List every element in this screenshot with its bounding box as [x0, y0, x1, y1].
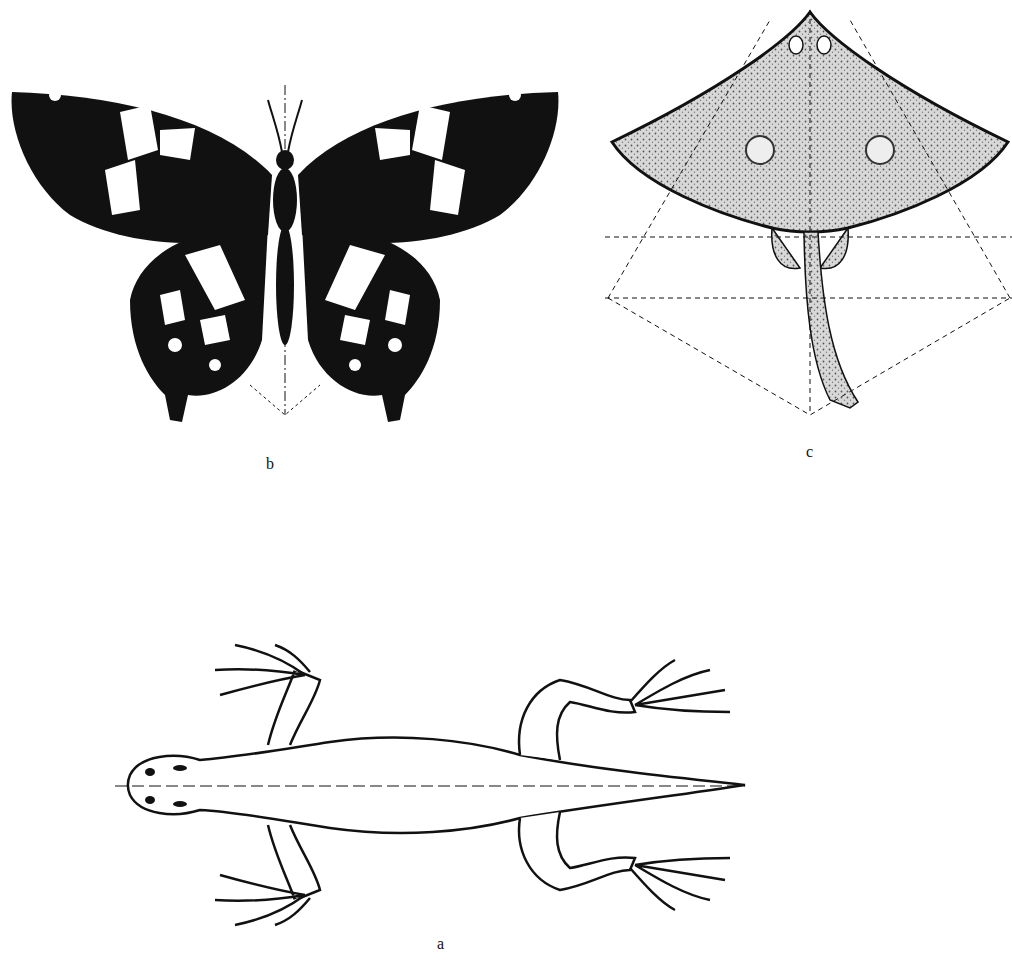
panel-letter: c	[806, 444, 813, 460]
panel-letter: a	[437, 936, 444, 952]
butterfly	[12, 85, 559, 422]
lizard	[115, 645, 745, 925]
ray	[605, 10, 1012, 415]
panel-letter: b	[266, 456, 274, 472]
